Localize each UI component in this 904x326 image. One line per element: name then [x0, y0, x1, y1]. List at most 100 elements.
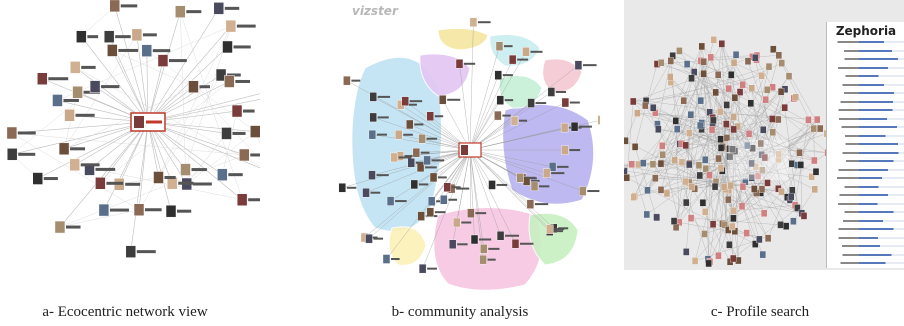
profile-field-label [827, 80, 859, 89]
person-node [736, 88, 744, 96]
profile-field-row [827, 216, 904, 225]
person-node [343, 75, 361, 86]
community-analysis-panel[interactable]: vizster [320, 0, 600, 290]
graph-edge [728, 107, 785, 150]
profile-field-value [859, 148, 904, 157]
person-node [657, 186, 665, 194]
person-node [570, 121, 592, 132]
person-node [709, 220, 717, 228]
person-node [674, 125, 681, 133]
profile-field-label [827, 46, 859, 55]
person-node [695, 161, 703, 170]
person-node [382, 254, 400, 264]
graph-edge [778, 128, 814, 155]
graph-edge [112, 50, 149, 123]
profile-field-row [827, 106, 904, 115]
graph-edge [709, 112, 818, 120]
person-node [225, 19, 256, 33]
person-node [175, 5, 202, 18]
name-mark [555, 90, 567, 93]
profile-field-label [827, 225, 859, 234]
graph-edge [634, 146, 657, 218]
person-node [153, 171, 176, 184]
person-node [215, 68, 241, 82]
profile-field-label [827, 72, 859, 81]
profile-field-value [859, 131, 904, 140]
name-mark [248, 198, 260, 202]
profile-field-row [827, 72, 904, 81]
profile-thumbnail [561, 97, 570, 108]
person-node [663, 189, 671, 198]
graph-edge [760, 89, 786, 193]
graph-edge [733, 66, 770, 219]
graph-edge [662, 126, 738, 155]
profile-field-label [827, 242, 859, 251]
person-node [705, 259, 712, 268]
profile-field-row [827, 46, 904, 55]
name-mark [178, 181, 194, 185]
profile-thumbnail [133, 203, 145, 216]
graph-edge [37, 121, 149, 179]
person-node [717, 164, 725, 172]
profile-thumbnail [416, 162, 425, 173]
person-node [701, 230, 708, 238]
profile-field-value [859, 80, 904, 89]
name-mark [426, 137, 438, 140]
graph-edge [103, 121, 149, 211]
graph-edge [703, 73, 752, 164]
name-mark [502, 114, 511, 117]
profile-field-row [827, 63, 904, 72]
graph-edge [767, 119, 818, 239]
person-node [687, 214, 695, 222]
person-node [455, 59, 476, 69]
name-mark [236, 24, 256, 28]
profile-thumbnail [438, 95, 447, 105]
person-node [630, 193, 637, 201]
graph-edge [637, 112, 702, 130]
node-layer [338, 17, 600, 274]
person-node [631, 143, 639, 151]
person-node [467, 208, 487, 218]
person-node [659, 142, 666, 150]
graph-edge [147, 60, 164, 123]
profile-search-graph[interactable] [624, 0, 834, 270]
person-node [757, 139, 764, 148]
profile-field-row [827, 233, 904, 242]
person-node [406, 119, 424, 130]
community-network-graph[interactable] [320, 0, 600, 290]
person-node [744, 57, 752, 65]
graph-edge [81, 36, 149, 123]
name-mark [409, 100, 423, 103]
profile-field-label [827, 208, 859, 217]
person-node [469, 17, 491, 27]
name-mark [398, 156, 412, 159]
profile-thumbnail [6, 148, 18, 161]
name-mark [250, 153, 260, 157]
profile-field-row [827, 165, 904, 174]
name-mark [109, 208, 129, 212]
profile-thumbnail [522, 47, 530, 57]
ecocentric-network-panel[interactable] [0, 0, 260, 270]
profile-field-value [859, 157, 904, 166]
person-node [785, 72, 793, 80]
name-mark [517, 58, 529, 61]
name-mark [118, 48, 139, 52]
name-mark [505, 234, 520, 237]
person-node [712, 88, 719, 97]
name-mark [224, 6, 240, 10]
person-node [688, 183, 695, 191]
person-node [682, 141, 689, 150]
graph-edge [469, 65, 579, 151]
node-layer [624, 36, 831, 268]
person-node [730, 214, 737, 223]
person-node [814, 115, 821, 124]
person-node [125, 245, 156, 258]
person-node [794, 204, 801, 212]
graph-edge [373, 117, 471, 151]
graph-edge [722, 119, 818, 224]
ecocentric-network-graph[interactable] [0, 0, 260, 270]
name-mark [351, 79, 361, 82]
graph-edge [405, 101, 471, 151]
name-mark [582, 64, 597, 67]
name-mark [65, 225, 81, 229]
